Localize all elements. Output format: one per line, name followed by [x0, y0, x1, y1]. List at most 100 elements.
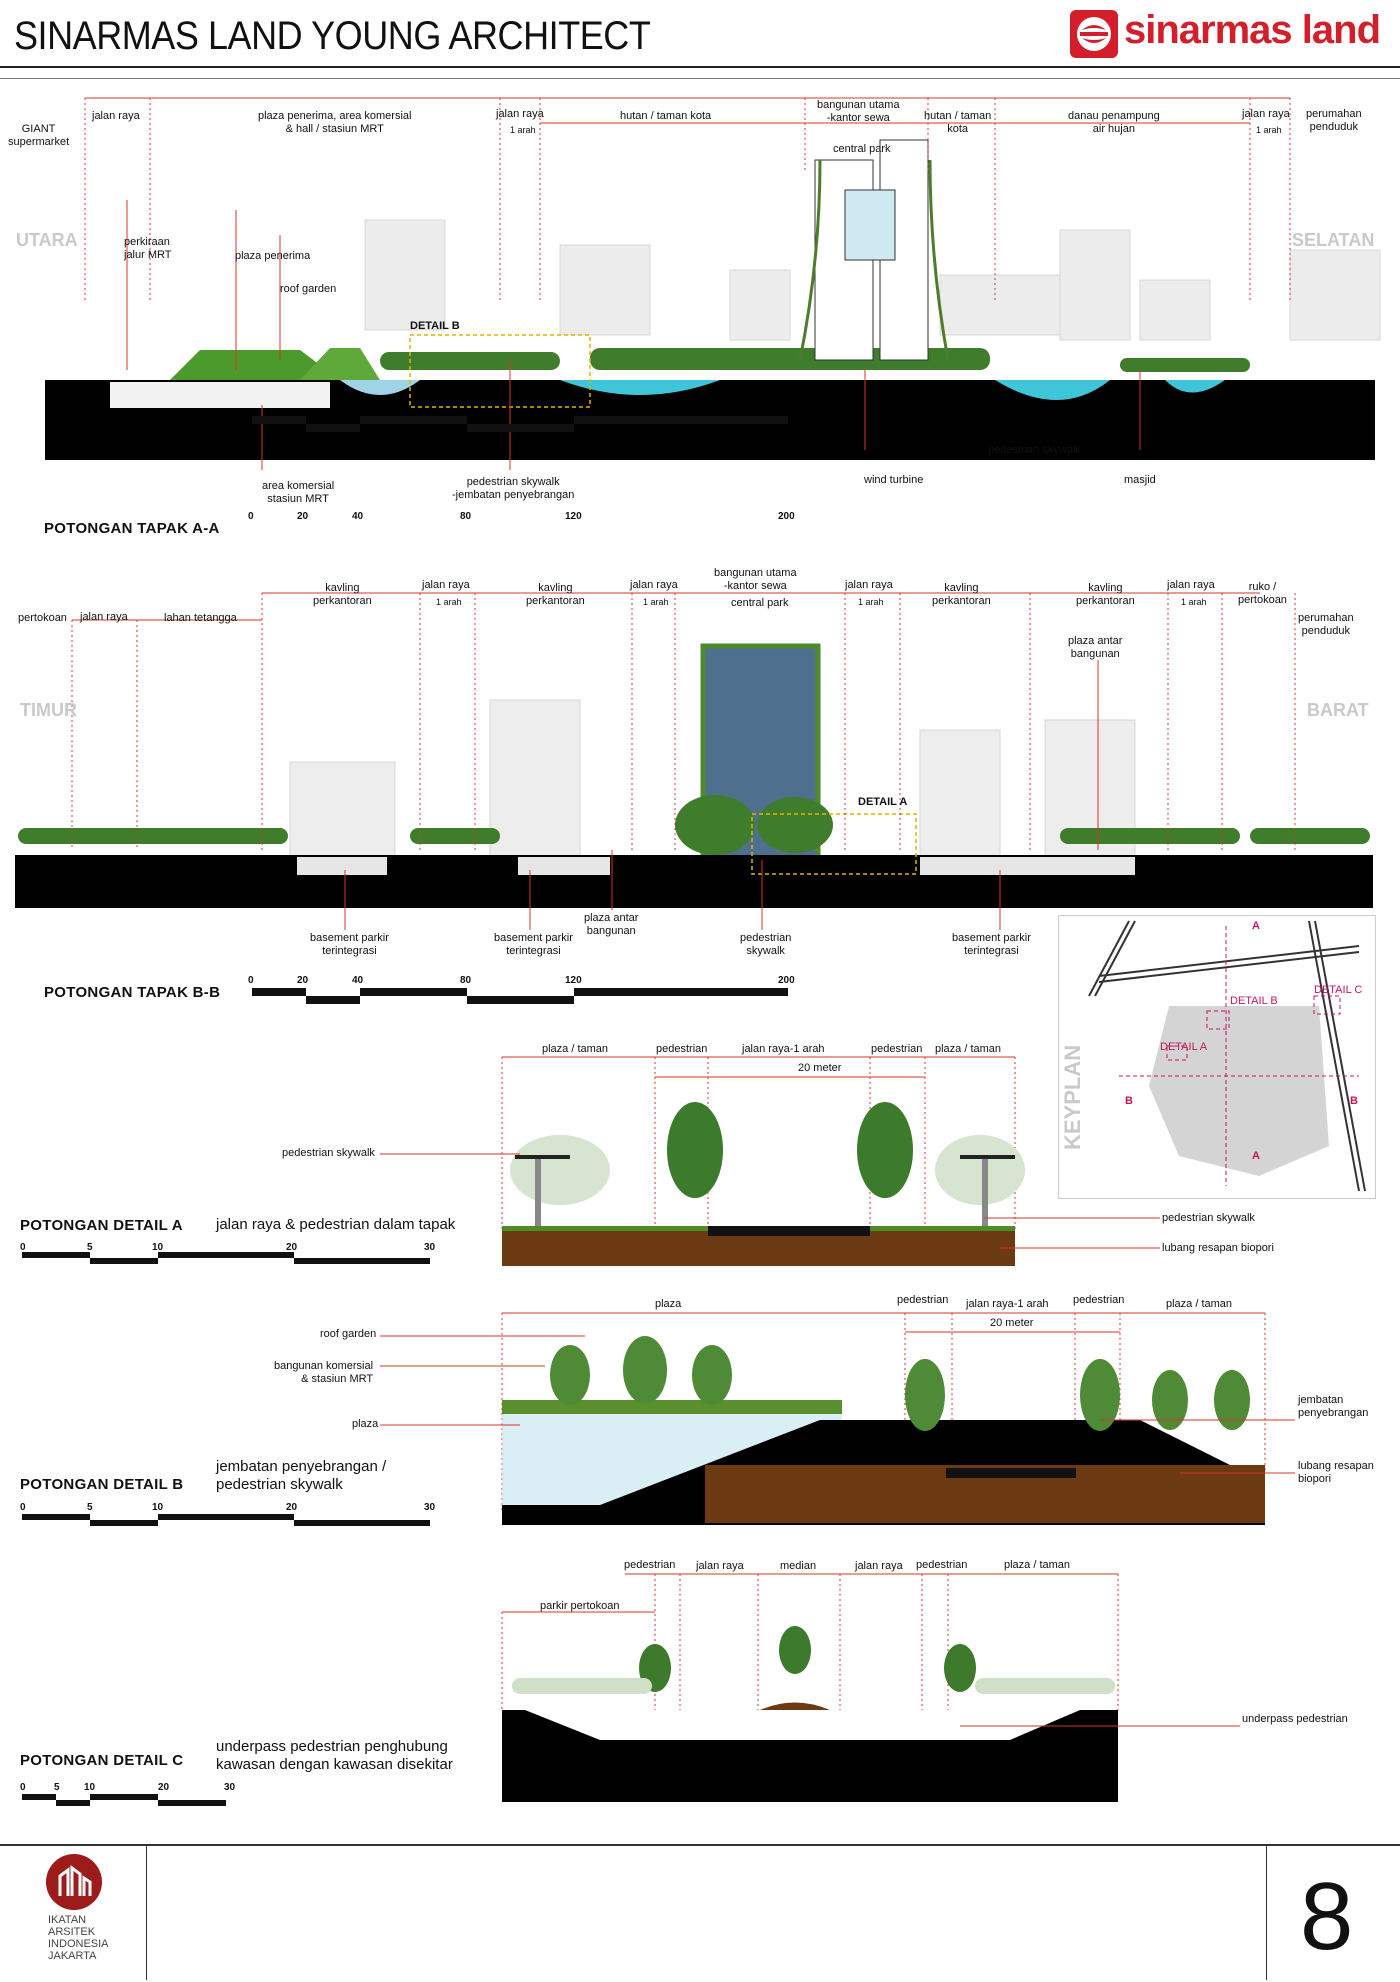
label-1-arah: 1 arah — [1256, 125, 1282, 135]
detail-b-marker: DETAIL B — [410, 320, 460, 332]
keyplan-panel — [1058, 915, 1376, 1199]
section-aa-title: POTONGAN TAPAK A-A — [44, 520, 220, 537]
callout-plaza-antar-bangunan: plaza antar bangunan — [584, 912, 639, 937]
keyplan-detail-c: DETAIL C — [1314, 984, 1363, 996]
detail-b-subtitle: jembatan penyebrangan / pedestrian skywa… — [216, 1458, 387, 1493]
scale-tick: 120 — [565, 511, 582, 522]
direction-east: TIMUR — [20, 700, 77, 720]
callout-pedestrian-skywalk: pedestrian skywalk — [988, 444, 1081, 456]
scale-tick: 10 — [152, 1242, 164, 1253]
label-pedestrian: pedestrian — [897, 1294, 949, 1306]
keyplan-cut-b: B — [1350, 1095, 1358, 1107]
label-median: median — [780, 1560, 817, 1572]
scale-tick: 40 — [352, 511, 364, 522]
callout-roof-garden: roof garden — [280, 283, 337, 295]
label-plaza-taman: plaza / taman — [1166, 1298, 1233, 1310]
label-plaza-taman: plaza / taman — [935, 1043, 1002, 1055]
label-1-arah: 1 arah — [643, 597, 669, 607]
iai-logo-text: IKATAN ARSITEK INDONESIA JAKARTA — [48, 1914, 109, 1962]
page-number: 8 — [1300, 1863, 1354, 1970]
scale-tick: 20 — [286, 1242, 298, 1253]
keyplan-cut-b: B — [1125, 1095, 1133, 1107]
section-aa-drawing — [45, 97, 1381, 470]
page-title: SINARMAS LAND YOUNG ARCHITECT — [14, 14, 651, 58]
detail-a-drawing — [22, 1056, 1160, 1266]
label-1-arah: 1 arah — [436, 597, 462, 607]
detail-c-drawing — [22, 1573, 1240, 1806]
callout-masjid: masjid — [1124, 474, 1156, 486]
label-jalan-raya: jalan raya — [845, 579, 893, 591]
label-jalan-raya: jalan raya — [80, 611, 128, 623]
footer-divider — [146, 1844, 147, 1980]
scale-tick: 30 — [424, 1242, 436, 1253]
callout-underpass: underpass pedestrian — [1242, 1713, 1348, 1725]
label-central-park: central park — [833, 143, 891, 155]
scale-tick: 40 — [352, 975, 364, 986]
scale-tick: 20 — [158, 1782, 170, 1793]
sinarmas-logo-icon — [1070, 10, 1118, 58]
page-footer — [0, 1844, 1400, 1982]
callout-plaza-antar-bangunan: plaza antar bangunan — [1068, 635, 1123, 660]
callout-area-komersial: area komersial stasiun MRT — [262, 480, 335, 505]
keyplan-detail-a: DETAIL A — [1160, 1041, 1208, 1053]
iai-logo-icon — [44, 1852, 104, 1917]
scale-tick: 20 — [286, 1502, 298, 1513]
scale-tick: 200 — [778, 975, 795, 986]
keyplan-cut-a: A — [1252, 1150, 1260, 1162]
callout-pedestrian-skywalk: pedestrian skywalk — [740, 932, 792, 957]
label-jalan-raya: jalan raya — [422, 579, 470, 591]
scale-tick: 10 — [152, 1502, 164, 1513]
scale-tick: 80 — [460, 975, 472, 986]
callout-skywalk-jembatan: pedestrian skywalk -jembatan penyebranga… — [452, 476, 575, 501]
callout-plaza: plaza — [352, 1418, 379, 1430]
label-pedestrian: pedestrian — [916, 1559, 968, 1571]
label-jalan-raya-1-arah: jalan raya-1 arah — [742, 1043, 825, 1055]
scale-tick: 30 — [424, 1502, 436, 1513]
direction-west: BARAT — [1307, 700, 1369, 720]
scale-tick: 0 — [20, 1502, 26, 1513]
callout-biopori: lubang resapan biopori — [1298, 1460, 1374, 1485]
label-perumahan: perumahan penduduk — [1298, 612, 1354, 637]
label-pedestrian: pedestrian — [871, 1043, 923, 1055]
scale-tick: 0 — [248, 511, 254, 522]
detail-b-drawing — [22, 1312, 1295, 1526]
callout-pedestrian-skywalk: pedestrian skywalk — [1162, 1212, 1255, 1224]
callout-biopori: lubang resapan biopori — [1162, 1242, 1274, 1254]
section-bb-title: POTONGAN TAPAK B-B — [44, 984, 221, 1001]
section-bb-drawing — [15, 592, 1373, 1004]
label-ruko-pertokoan: ruko / pertokoan — [1238, 581, 1287, 606]
callout-jembatan: jembatan penyebrangan — [1298, 1394, 1369, 1419]
keyplan-cut-a: A — [1252, 920, 1260, 932]
label-jalan-raya-1-arah: jalan raya-1 arah — [966, 1298, 1049, 1310]
label-jalan-raya: jalan raya — [92, 110, 140, 122]
callout-basement-parkir: basement parkir terintegrasi — [494, 932, 573, 957]
header-divider — [0, 78, 1400, 79]
label-bangunan-utama: bangunan utama -kantor sewa — [817, 99, 900, 124]
label-plaza-penerima-area: plaza penerima, area komersial & hall / … — [258, 110, 412, 135]
callout-plaza-penerima: plaza penerima — [235, 250, 311, 262]
label-plaza-taman: plaza / taman — [542, 1043, 609, 1055]
detail-a-marker: DETAIL A — [858, 796, 908, 808]
page-header — [0, 0, 1400, 68]
scale-tick: 5 — [87, 1502, 93, 1513]
scale-tick: 20 — [297, 975, 309, 986]
label-danau: danau penampung air hujan — [1068, 110, 1160, 135]
callout-basement-parkir: basement parkir terintegrasi — [310, 932, 389, 957]
label-pedestrian: pedestrian — [624, 1559, 676, 1571]
detail-a-subtitle: jalan raya & pedestrian dalam tapak — [216, 1216, 456, 1233]
label-jalan-raya: jalan raya — [855, 1560, 903, 1572]
label-kavling-perkantoran: kavling perkantoran — [313, 582, 372, 607]
label-1-arah: 1 arah — [1181, 597, 1207, 607]
brand-name: sinarmas land — [1124, 8, 1381, 52]
scale-tick: 5 — [54, 1782, 60, 1793]
label-jalan-raya: jalan raya — [496, 108, 544, 120]
label-giant: GIANT supermarket — [8, 123, 70, 148]
scale-tick: 200 — [778, 511, 795, 522]
scale-tick: 0 — [20, 1782, 26, 1793]
detail-c-title: POTONGAN DETAIL C — [20, 1752, 184, 1769]
callout-roof-garden: roof garden — [320, 1328, 377, 1340]
label-hutan-taman-kota: hutan / taman kota — [620, 110, 712, 122]
label-pedestrian: pedestrian — [656, 1043, 708, 1055]
callout-pedestrian-skywalk: pedestrian skywalk — [282, 1147, 375, 1159]
direction-south: SELATAN — [1292, 230, 1375, 250]
